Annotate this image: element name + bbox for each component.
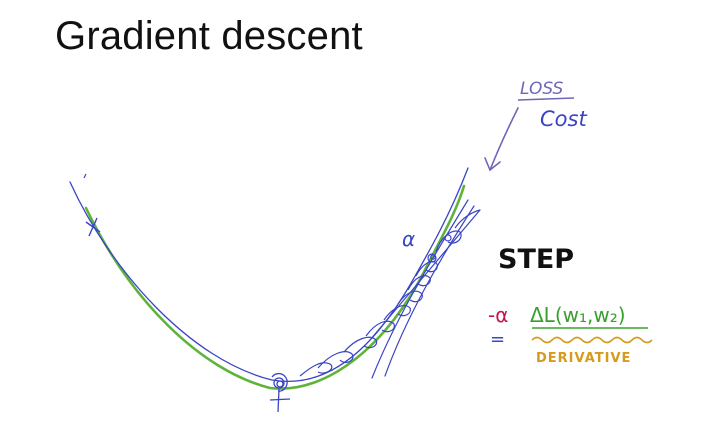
loss-arrow xyxy=(484,107,519,172)
minimum-point-marker xyxy=(269,372,291,413)
gradient-step-loops xyxy=(299,209,481,377)
start-marker xyxy=(85,217,101,237)
derivative-wavy-underline xyxy=(531,336,653,344)
loss-underline xyxy=(517,97,575,101)
step-label: STEP xyxy=(498,244,574,275)
tangent-lines xyxy=(369,199,481,379)
formula-minus-alpha: -α xyxy=(488,303,508,327)
hand-drawn-curve-tail xyxy=(83,173,87,179)
formula-equals: = xyxy=(490,329,505,350)
slide-title: Gradient descent xyxy=(55,14,363,58)
hand-drawn-curve xyxy=(69,167,469,382)
loss-label: LOSS xyxy=(520,79,564,99)
alpha-label: α xyxy=(402,227,415,251)
cost-label: Cost xyxy=(540,107,587,131)
loss-curve xyxy=(84,184,466,390)
derivative-label: DERIVATIVE xyxy=(536,351,631,366)
formula-gradient: ΔL(w₁,w₂) xyxy=(530,303,626,327)
